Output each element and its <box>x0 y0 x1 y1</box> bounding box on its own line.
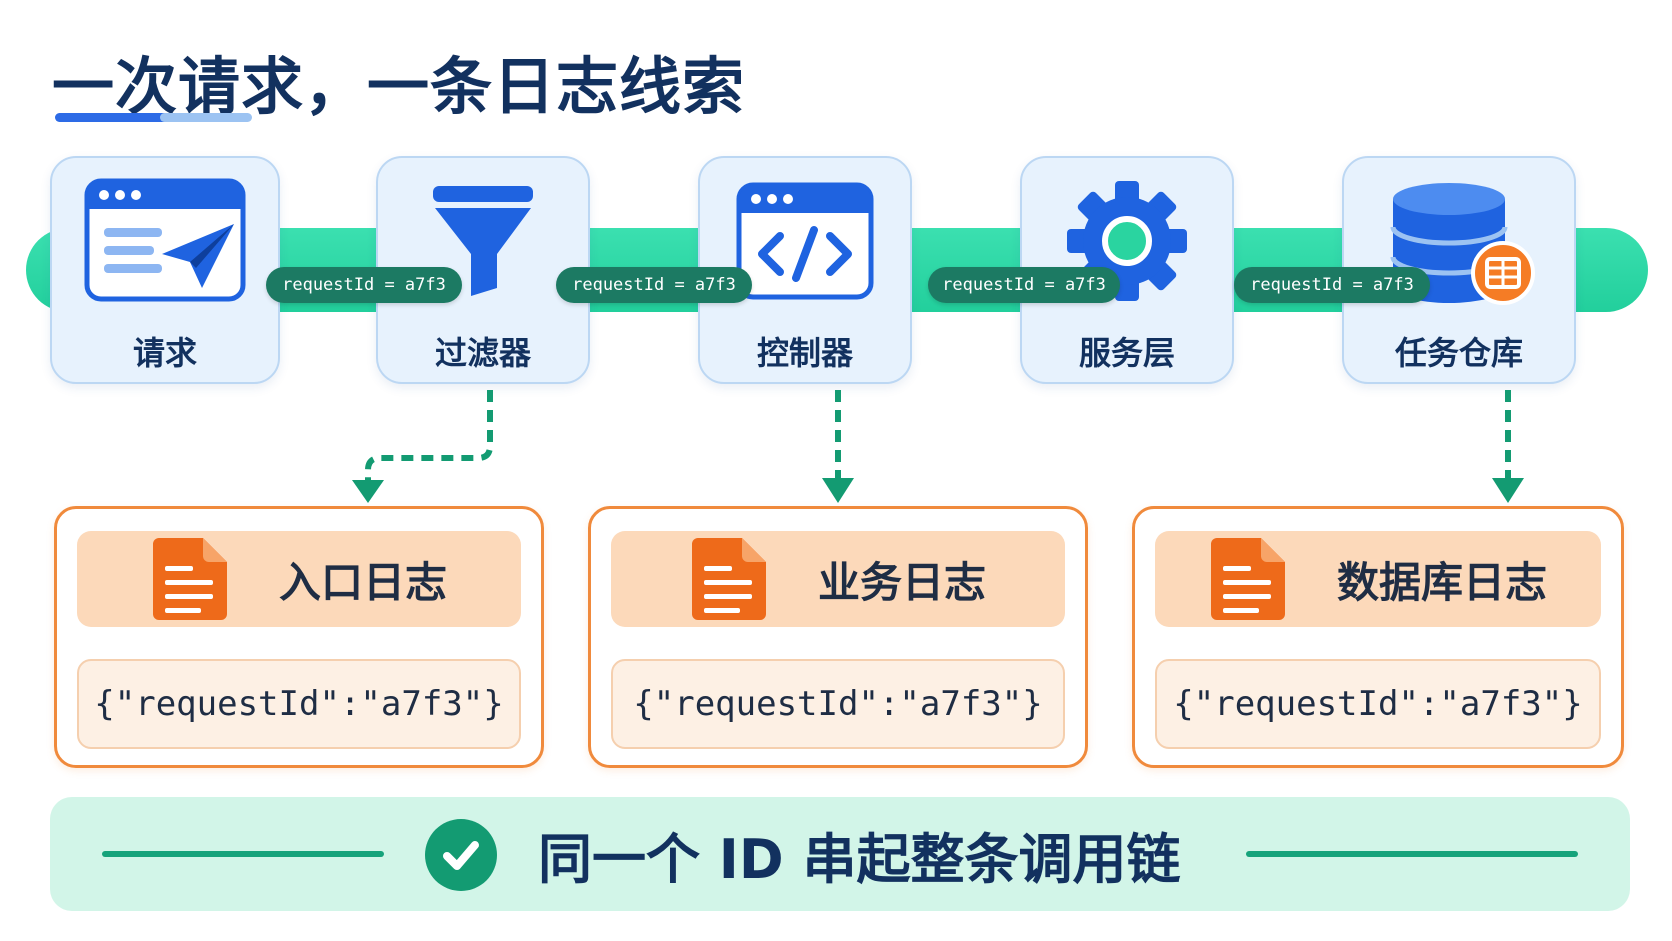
log-card-entry: 入口日志 {"requestId":"a7f3"} <box>54 506 544 768</box>
title-underline <box>55 113 175 122</box>
log-card-header: 入口日志 <box>77 531 521 627</box>
log-title: 业务日志 <box>817 557 986 607</box>
log-title: 入口日志 <box>278 557 447 607</box>
request-id-pill: requestId = a7f3 <box>1234 267 1430 303</box>
banner-line-left <box>102 851 384 857</box>
arrowhead <box>352 480 384 503</box>
code-window-icon <box>736 182 874 300</box>
banner-text: 同一个 ID 串起整条调用链 <box>538 827 1181 891</box>
table-badge-icon <box>1471 241 1535 305</box>
connector-filter-to-entry-log <box>365 390 493 486</box>
arrowhead <box>1492 478 1524 503</box>
stage-label: 服务层 <box>1078 334 1175 372</box>
request-id-pill: requestId = a7f3 <box>556 267 752 303</box>
page-title: 一次请求，一条日志线索 <box>52 50 746 123</box>
log-card-business: 业务日志 {"requestId":"a7f3"} <box>588 506 1088 768</box>
stage-request: 请求 <box>50 156 280 384</box>
log-content: {"requestId":"a7f3"} <box>77 659 521 749</box>
funnel-icon <box>433 186 533 296</box>
banner-line-right <box>1246 851 1578 857</box>
request-id-pill: requestId = a7f3 <box>928 267 1120 303</box>
document-icon <box>691 538 766 620</box>
stage-label: 任务仓库 <box>1394 334 1523 372</box>
database-icon <box>1390 183 1535 305</box>
title-underline-accent <box>160 113 252 122</box>
summary-banner: 同一个 ID 串起整条调用链 <box>50 797 1630 911</box>
stage-label: 请求 <box>132 334 197 372</box>
stage-label: 过滤器 <box>434 334 531 372</box>
stage-label: 控制器 <box>756 334 853 372</box>
stage-controller: 控制器 <box>698 156 912 384</box>
arrowhead <box>822 478 854 503</box>
send-request-icon <box>84 178 246 302</box>
log-card-header: 数据库日志 <box>1155 531 1601 627</box>
log-title: 数据库日志 <box>1336 557 1547 607</box>
stage-repository: 任务仓库 <box>1342 156 1576 384</box>
check-circle-icon <box>425 819 497 891</box>
document-icon <box>152 538 227 620</box>
log-card-database: 数据库日志 {"requestId":"a7f3"} <box>1132 506 1624 768</box>
log-content: {"requestId":"a7f3"} <box>611 659 1065 749</box>
log-card-header: 业务日志 <box>611 531 1065 627</box>
document-icon <box>1210 538 1285 620</box>
request-id-pill: requestId = a7f3 <box>266 267 462 303</box>
log-content: {"requestId":"a7f3"} <box>1155 659 1601 749</box>
